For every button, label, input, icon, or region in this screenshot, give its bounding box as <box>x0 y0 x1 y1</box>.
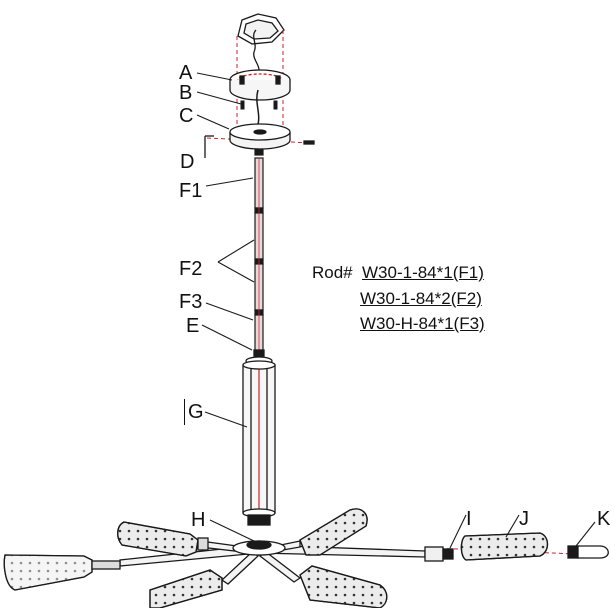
part-b-screws <box>240 100 278 110</box>
part-c-canopy <box>229 123 291 150</box>
label-g-bar <box>184 399 185 425</box>
label-h: H <box>191 509 206 531</box>
label-b: B <box>179 82 193 104</box>
callout-leaders <box>196 72 596 549</box>
label-f1: F1 <box>179 180 203 202</box>
part-i-socket <box>424 546 444 562</box>
part-g-body-column <box>242 360 276 526</box>
rod-spec-prefix: Rod# <box>312 263 353 282</box>
rod-spec-line-3: W30-H-84*1(F3) <box>360 314 485 333</box>
mounting-bracket <box>237 13 285 75</box>
part-a-crossbar-ring <box>229 69 291 101</box>
label-g: G <box>188 401 204 423</box>
lamp-shades <box>3 508 388 608</box>
label-f3: F3 <box>179 291 203 313</box>
label-a: A <box>179 62 193 84</box>
label-f2: F2 <box>179 258 203 280</box>
socket-shade-bulb-exploded <box>424 532 609 562</box>
label-e: E <box>186 315 200 337</box>
part-k-bulb <box>577 545 609 559</box>
label-j: J <box>519 508 529 530</box>
label-c: C <box>179 105 194 127</box>
label-i: I <box>466 508 472 530</box>
label-d: D <box>180 151 195 173</box>
rod-spec-line-2: W30-1-84*2(F2) <box>360 289 482 308</box>
part-d-set-screw <box>204 135 315 158</box>
label-k: K <box>597 508 611 530</box>
part-h-arm-hub <box>119 540 426 585</box>
downrod-stack <box>254 149 264 352</box>
rod-spec-line-1: W30-1-84*1(F1) <box>362 263 484 282</box>
